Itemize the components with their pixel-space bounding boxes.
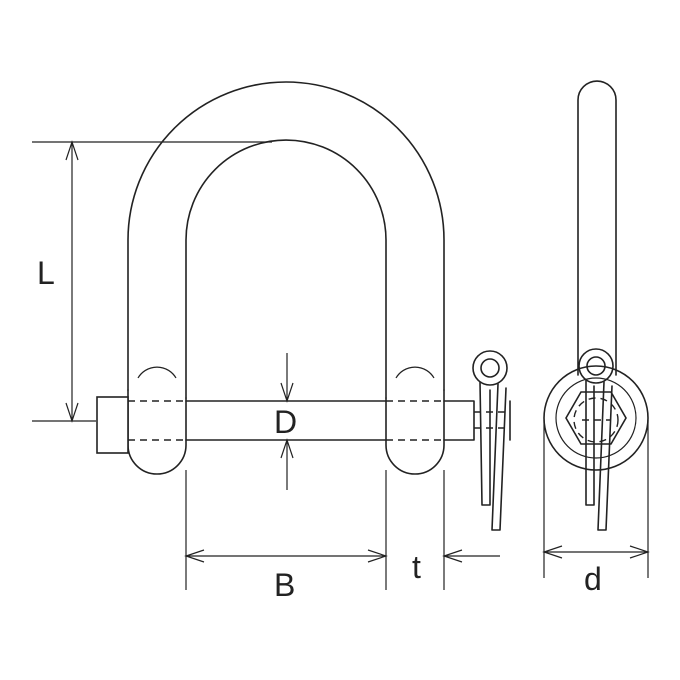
side-lug-inner (555, 377, 637, 459)
label-D: D (274, 404, 297, 440)
pin-head (96, 396, 129, 454)
shackle-side-view (543, 80, 649, 531)
label-B: B (274, 567, 295, 603)
side-rod (577, 80, 617, 376)
label-d: d (584, 561, 602, 597)
cotter-ring-inner (480, 358, 500, 378)
dimension-D (280, 353, 294, 490)
cotter-pin-front (472, 350, 508, 531)
side-hex-nut (565, 391, 627, 445)
dimension-L (32, 140, 272, 423)
side-pin-hidden (573, 397, 619, 443)
shackle-outer-bow (127, 81, 445, 391)
dimension-d (542, 420, 650, 578)
dimension-B (184, 470, 388, 590)
shackle-pin-front (96, 396, 511, 454)
label-t: t (412, 549, 421, 585)
label-L: L (37, 255, 55, 291)
side-lug-outer (543, 365, 649, 471)
shackle-left-eye (127, 389, 187, 475)
shackle-right-eye (385, 389, 445, 475)
right-eye-contour (395, 366, 435, 379)
cotter-ring-outer (472, 350, 508, 386)
shackle-inner-bow (185, 139, 387, 399)
pin-end (443, 400, 475, 441)
shackle-body-front (127, 81, 445, 475)
dimension-t (442, 470, 500, 590)
side-cotter-ring-outer (578, 348, 614, 384)
left-eye-contour (137, 366, 177, 379)
side-cotter-ring-inner (586, 356, 606, 376)
